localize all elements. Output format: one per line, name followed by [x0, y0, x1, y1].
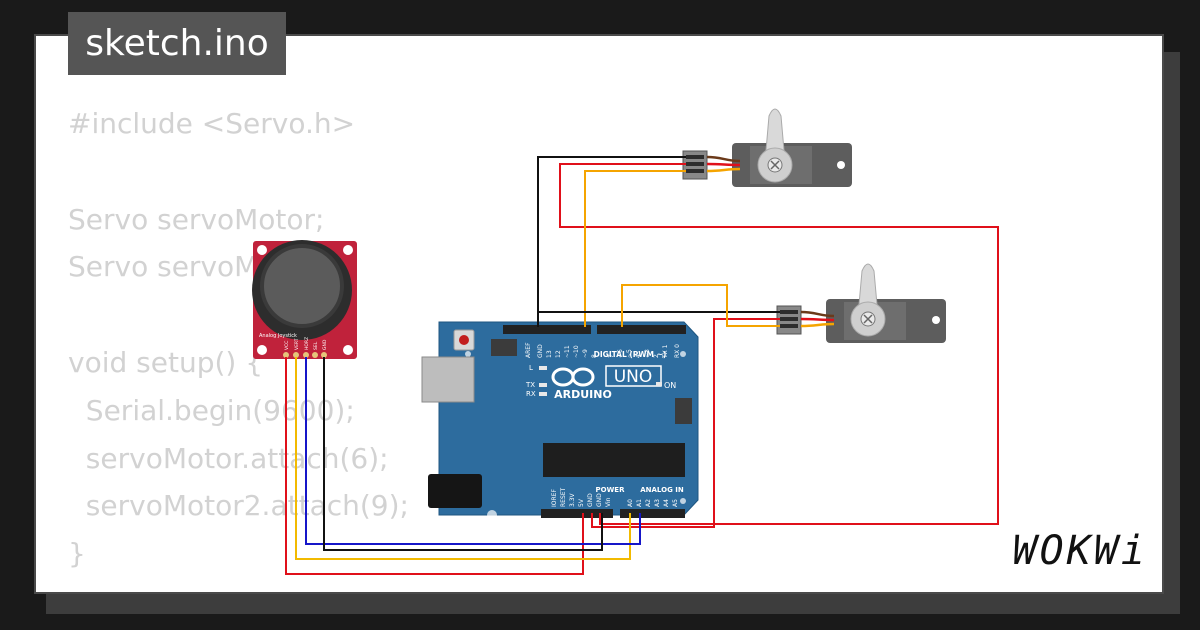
pin-label: SEL [313, 341, 319, 350]
wire-joystick-horz [305, 357, 641, 545]
code-line: Servo servoMotor; [68, 202, 325, 236]
code-line: Serial.begin(9600); [68, 393, 355, 427]
pin-label: IOREF [551, 489, 558, 507]
code-line: } [68, 537, 86, 571]
power-header [541, 509, 613, 518]
pin-label: A5 [672, 499, 679, 507]
reset-button[interactable] [459, 335, 469, 345]
joystick-pin[interactable] [283, 352, 289, 358]
pin-label: ~6 [617, 349, 624, 358]
joystick-pin[interactable] [312, 352, 318, 358]
pin-label: A2 [645, 499, 652, 507]
joystick-pin[interactable] [321, 352, 327, 358]
pin-label: 8 [591, 354, 598, 358]
wire-servo1-vcc [559, 163, 999, 525]
arduino-uno-board[interactable]: UNO ARDUINO DIGITAL (PWM ~) ON L TX RX P… [421, 321, 699, 520]
pin-label: 13 [546, 350, 553, 358]
wire-servo2-vcc [591, 318, 780, 528]
code-line: #include <Servo.h> [68, 107, 356, 140]
power-jack [428, 474, 482, 508]
pin-label: AREF [525, 342, 532, 358]
analog-header [620, 509, 685, 518]
pin-label: Vin [605, 497, 612, 507]
joystick-label: Analog Joystick [259, 333, 297, 339]
wire-joystick-vert [295, 357, 631, 560]
pin-label: GND [596, 493, 603, 507]
pin-label: ~3 [644, 349, 651, 358]
on-label: ON [664, 381, 676, 390]
joystick-knob[interactable] [260, 244, 344, 328]
pin-label: 5V [578, 498, 585, 507]
pin-label: ~10 [573, 345, 580, 358]
pin-label: GND [537, 344, 544, 358]
servo-motor-1[interactable] [682, 108, 852, 187]
led-l-label: L [529, 364, 533, 372]
joystick-pin[interactable] [293, 352, 299, 358]
pin-label: RESET [560, 487, 567, 507]
code-line: servoMotor.attach(6); [68, 441, 389, 475]
pin-label: A1 [636, 499, 643, 507]
servo-motor-2[interactable] [776, 263, 946, 343]
arduino-name: ARDUINO [554, 388, 612, 401]
pin-label: 7 [608, 354, 615, 358]
analog-label: ANALOG IN [640, 486, 684, 494]
tx-label: TX [525, 381, 535, 389]
code-line: servoMotor2.attach(9); [68, 489, 409, 523]
pin-label: ~9 [582, 349, 589, 358]
code-line: void setup() { [68, 345, 264, 379]
wire-servo1-signal [584, 170, 686, 327]
pin-label: GND [322, 339, 328, 350]
wire-joystick-gnd [323, 357, 603, 551]
usb-port [421, 356, 475, 403]
wire-servo1-gnd [537, 156, 686, 327]
pin-label: 4 [635, 354, 642, 358]
joystick-pin[interactable] [303, 352, 309, 358]
atmega-chip [543, 443, 685, 477]
pin-label: ~11 [564, 345, 571, 358]
pin-label: A4 [663, 499, 670, 507]
digital-header-right [597, 325, 686, 334]
pin-label: VERT [294, 338, 300, 350]
digital-header-left [503, 325, 591, 334]
sketch-filename-tag: sketch.ino [68, 12, 286, 75]
pin-label: TX 1 [662, 344, 669, 359]
wire-servo2-signal [621, 284, 780, 327]
wokwi-logo: WOKWi [1012, 528, 1148, 574]
rx-label: RX [526, 390, 536, 398]
pin-label: A3 [654, 499, 661, 507]
pin-label: ~5 [626, 349, 633, 358]
pin-label: A0 [627, 499, 634, 507]
pin-label: GND [587, 493, 594, 507]
pin-label: RX 0 [674, 344, 681, 358]
power-label: POWER [596, 486, 626, 494]
wires [285, 156, 999, 575]
pin-label: VCC [284, 341, 290, 350]
arduino-logo-icon [551, 367, 595, 387]
pin-label: 2 [653, 354, 660, 358]
pin-label: HORZ [304, 337, 310, 350]
pin-label: 3.3V [569, 492, 576, 507]
pin-label: 12 [555, 350, 562, 358]
arduino-model: UNO [614, 367, 653, 387]
digital-label: DIGITAL (PWM ~) [594, 350, 667, 359]
